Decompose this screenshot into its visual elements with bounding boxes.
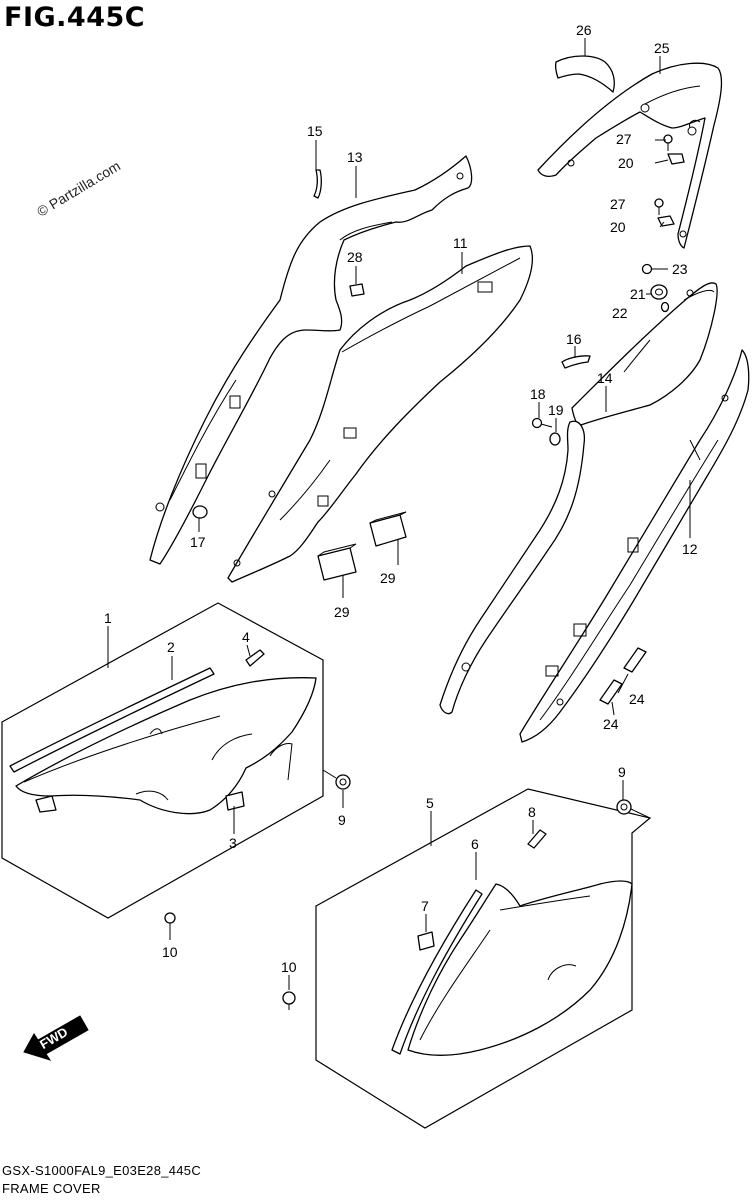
part-13-frame-cover-left[interactable] bbox=[149, 155, 473, 565]
callout-13: 13 bbox=[347, 149, 363, 165]
callout-8: 8 bbox=[528, 804, 536, 820]
kit-1-frame bbox=[1, 602, 324, 919]
leader-lines bbox=[107, 38, 691, 990]
part-12-rail-cover-right[interactable] bbox=[519, 349, 750, 743]
nut-20-lower[interactable] bbox=[657, 215, 675, 227]
grommet-21[interactable] bbox=[650, 284, 668, 300]
callout-28: 28 bbox=[347, 249, 363, 265]
callout-27-lower: 27 bbox=[610, 196, 626, 212]
part-8-tape[interactable] bbox=[527, 829, 547, 849]
callout-25: 25 bbox=[654, 40, 670, 56]
part-6-trim-strip[interactable] bbox=[391, 889, 483, 1055]
nut-28[interactable] bbox=[349, 283, 365, 297]
fwd-arrow-icon: FWD bbox=[23, 1015, 89, 1061]
part-4-tape[interactable] bbox=[245, 649, 265, 667]
callout-4: 4 bbox=[242, 629, 250, 645]
callout-9-left: 9 bbox=[338, 812, 346, 828]
part-2-trim-strip[interactable] bbox=[9, 667, 215, 773]
callout-24-upper: 24 bbox=[629, 691, 645, 707]
callout-3: 3 bbox=[229, 835, 237, 851]
callout-9-right: 9 bbox=[618, 764, 626, 780]
callout-24-lower: 24 bbox=[603, 716, 619, 732]
clip-15[interactable] bbox=[313, 169, 322, 199]
callout-1: 1 bbox=[104, 610, 112, 626]
callout-23: 23 bbox=[672, 261, 688, 277]
screw-27-upper[interactable] bbox=[663, 134, 673, 151]
figure-caption: FRAME COVER bbox=[2, 1181, 101, 1196]
callout-16: 16 bbox=[566, 331, 582, 347]
callout-20-lower: 20 bbox=[610, 219, 626, 235]
grommet-17[interactable] bbox=[192, 505, 208, 519]
part-3-tape[interactable] bbox=[225, 791, 245, 811]
callout-29-left: 29 bbox=[334, 604, 350, 620]
kit-5-frame bbox=[315, 788, 652, 1129]
nut-20-upper[interactable] bbox=[667, 153, 685, 165]
part-7-tape[interactable] bbox=[417, 931, 435, 951]
grommet-9-left[interactable] bbox=[335, 774, 351, 790]
part-25-tail-cover[interactable] bbox=[537, 62, 723, 249]
callout-7: 7 bbox=[421, 898, 429, 914]
part-14-frame-cover-right[interactable] bbox=[439, 282, 718, 715]
callout-29-right: 29 bbox=[380, 570, 396, 586]
callout-2: 2 bbox=[167, 639, 175, 655]
callout-26: 26 bbox=[576, 22, 592, 38]
clip-16[interactable] bbox=[561, 355, 591, 369]
callout-17: 17 bbox=[190, 534, 206, 550]
collar-22[interactable] bbox=[660, 301, 670, 313]
callout-6: 6 bbox=[471, 836, 479, 852]
callout-labels: 26 25 27 20 27 20 23 21 22 16 14 18 19 1… bbox=[104, 22, 698, 975]
callout-5: 5 bbox=[426, 795, 434, 811]
tape-24-upper[interactable] bbox=[623, 647, 647, 673]
screw-27-lower[interactable] bbox=[654, 198, 664, 215]
screw-10-right[interactable] bbox=[282, 991, 296, 1010]
grommet-9-right[interactable] bbox=[616, 799, 632, 815]
model-code: GSX-S1000FAL9_E03E28_445C bbox=[2, 1163, 202, 1178]
tape-24-lower[interactable] bbox=[599, 679, 623, 705]
part-26-trim[interactable] bbox=[554, 55, 615, 93]
callout-20-upper: 20 bbox=[618, 155, 634, 171]
callout-14: 14 bbox=[597, 370, 613, 386]
callout-12: 12 bbox=[682, 541, 698, 557]
figure-title: FIG.445C bbox=[4, 2, 146, 33]
part-11-inner-cover[interactable] bbox=[227, 245, 534, 583]
callout-10-left: 10 bbox=[162, 944, 178, 960]
screw-10-left[interactable] bbox=[164, 912, 176, 930]
part-5-frame-cover-right-lower[interactable] bbox=[407, 880, 633, 1056]
callout-21: 21 bbox=[630, 286, 646, 302]
callout-27-upper: 27 bbox=[616, 131, 632, 147]
tape-29-b[interactable] bbox=[317, 543, 357, 581]
callout-19: 19 bbox=[548, 402, 564, 418]
callout-15: 15 bbox=[307, 123, 323, 139]
bolt-18[interactable] bbox=[531, 417, 553, 429]
callout-18: 18 bbox=[530, 386, 546, 402]
callout-10-right: 10 bbox=[281, 959, 297, 975]
part-1-frame-cover-left-lower[interactable] bbox=[15, 677, 317, 815]
collar-19[interactable] bbox=[549, 432, 561, 446]
callout-22: 22 bbox=[612, 305, 628, 321]
tape-29-a[interactable] bbox=[369, 511, 407, 547]
callout-11: 11 bbox=[453, 235, 468, 251]
